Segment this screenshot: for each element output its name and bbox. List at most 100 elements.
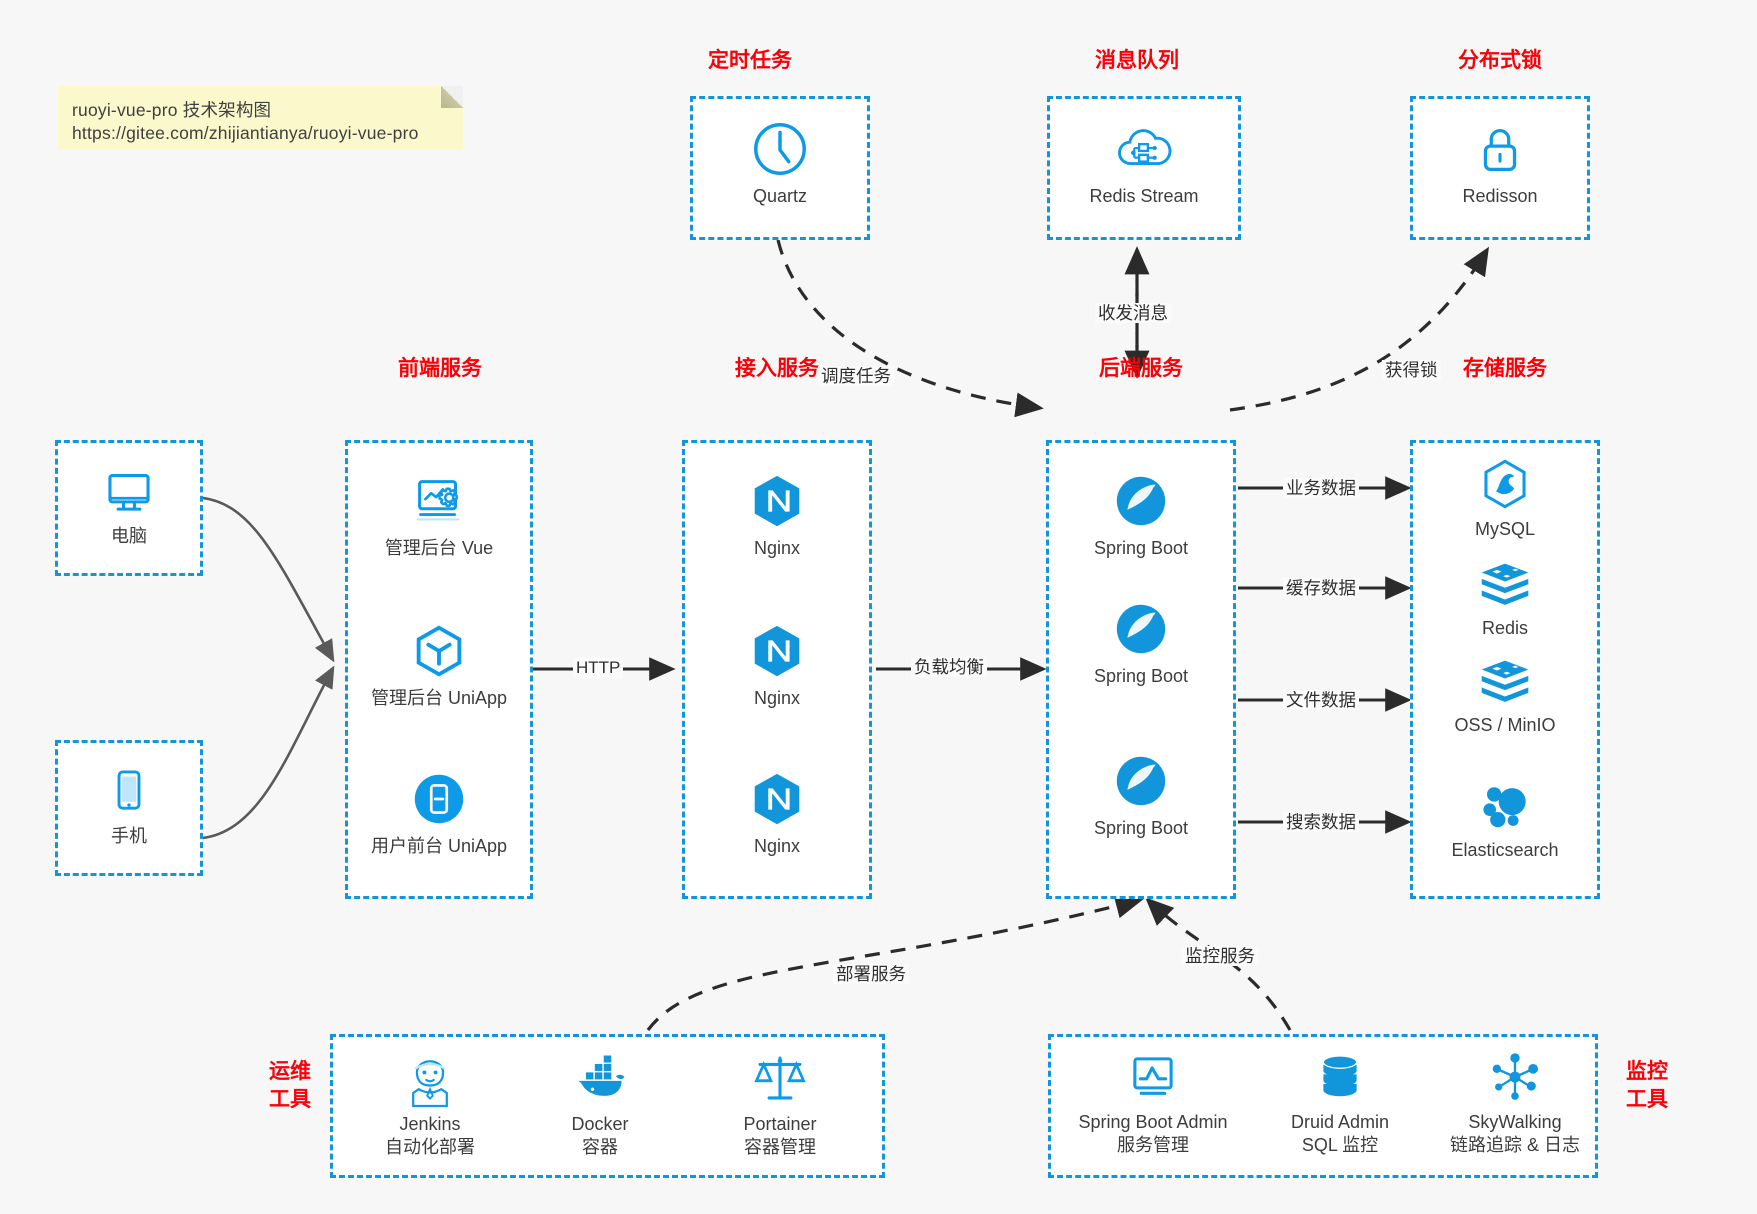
node-mobile[interactable]: 手机 [55,762,203,848]
node-sublabel: 自动化部署 [385,1137,475,1158]
node-label: Nginx [753,688,801,708]
group-title-backend: 后端服务 [1099,357,1183,380]
node-label: Spring Boot [1093,538,1189,558]
cloud-network-icon [1118,129,1172,165]
scales-icon [754,1056,806,1100]
node-portainer[interactable]: Portainer 容器管理 [690,1048,870,1160]
cube-icon [416,625,462,677]
group-title-mq: 消息队列 [1095,49,1179,72]
monitor-title-line2: 工具 [1626,1087,1668,1111]
devops-title-line1: 运维 [269,1060,311,1083]
database-icon [1322,1055,1358,1097]
mobile-app-icon [414,774,464,824]
group-frame-scheduler [690,96,870,240]
node-sublabel: SQL 监控 [1301,1135,1379,1156]
node-label: Druid Admin [1290,1112,1390,1132]
node-label: 电脑 [111,526,147,546]
node-sublabel: 服务管理 [1117,1135,1189,1156]
node-skywalking[interactable]: SkyWalking 链路追踪 & 日志 [1425,1048,1605,1158]
group-title-scheduler: 定时任务 [708,49,792,72]
spring-boot-icon [1116,604,1166,654]
object-storage-icon [1481,660,1529,702]
node-jenkins[interactable]: Jenkins 自动化部署 [345,1048,515,1160]
clock-icon [754,123,806,175]
elasticsearch-icon [1483,787,1526,828]
node-admin-vue[interactable]: 管理后台 Vue [345,470,533,560]
node-label: Elasticsearch [1451,840,1559,860]
node-label: 管理后台 UniApp [370,688,508,708]
nginx-icon [754,475,800,527]
edge-label-load-balance: 负载均衡 [911,657,987,677]
node-label: 用户前台 UniApp [370,836,508,856]
node-redis[interactable]: Redis [1410,560,1600,640]
node-user-uniapp[interactable]: 用户前台 UniApp [345,768,533,858]
group-title-devops: 运维 工具 [255,1058,325,1113]
node-nginx-1[interactable]: Nginx [682,470,872,560]
node-nginx-2[interactable]: Nginx [682,620,872,710]
group-title-monitor: 监控 工具 [1612,1058,1682,1113]
edge-label-http: HTTP [573,658,624,678]
note-title: ruoyi-vue-pro 技术架构图 [72,100,272,120]
node-spring-boot-3[interactable]: Spring Boot [1046,750,1236,840]
node-label: Spring Boot [1093,666,1189,686]
node-spring-boot-2[interactable]: Spring Boot [1046,598,1236,688]
node-druid-admin[interactable]: Druid Admin SQL 监控 [1255,1048,1425,1158]
edge-label-get-lock: 获得锁 [1382,360,1441,380]
node-spring-boot-admin[interactable]: Spring Boot Admin 服务管理 [1053,1048,1253,1158]
node-label: Spring Boot Admin [1078,1112,1228,1132]
devops-title-line2: 工具 [269,1087,311,1111]
edge-label-message: 收发消息 [1095,303,1171,323]
edge-label-deploy: 部署服务 [833,964,909,984]
spring-boot-icon [1116,756,1166,806]
node-label: Spring Boot [1093,818,1189,838]
node-label: MySQL [1474,519,1535,539]
note-url: https://gitee.com/zhijiantianya/ruoyi-vu… [72,123,419,143]
docker-icon [578,1055,625,1096]
node-admin-uniapp[interactable]: 管理后台 UniApp [345,620,533,710]
edge-label-file-data: 文件数据 [1283,690,1359,710]
node-redis-stream[interactable]: Redis Stream [1047,118,1241,208]
node-oss-minio[interactable]: OSS / MinIO [1410,657,1600,737]
group-title-gateway: 接入服务 [735,357,819,380]
edge-label-biz-data: 业务数据 [1283,478,1359,498]
redis-layers-icon [1481,563,1529,605]
edge-get-lock [1229,246,1489,412]
nginx-icon [754,773,800,825]
node-label: SkyWalking [1468,1112,1562,1132]
chart-monitor-icon [1133,1057,1173,1095]
node-label: 手机 [111,826,147,846]
skywalking-icon [1492,1053,1539,1100]
node-label: OSS / MinIO [1454,715,1556,735]
mysql-icon [1484,459,1526,509]
node-spring-boot-1[interactable]: Spring Boot [1046,470,1236,560]
lock-icon [1483,128,1517,171]
node-sublabel: 容器 [582,1137,618,1158]
dashboard-monitor-icon [416,480,460,521]
edge-label-monitor: 监控服务 [1182,946,1258,966]
node-elasticsearch[interactable]: Elasticsearch [1410,780,1600,862]
node-label: Jenkins [399,1114,461,1134]
node-mysql[interactable]: MySQL [1410,455,1600,541]
node-redisson[interactable]: Redisson [1410,118,1590,208]
edge-label-schedule: 调度任务 [818,366,894,386]
spring-boot-icon [1116,476,1166,526]
group-title-storage: 存储服务 [1463,357,1547,380]
node-label: Redis [1481,618,1529,638]
node-label: Nginx [753,538,801,558]
edge-mobile-to-frontend [202,665,335,840]
group-title-lock: 分布式锁 [1458,49,1542,72]
group-frame-mq [1047,96,1241,240]
node-quartz[interactable]: Quartz [690,118,870,208]
node-label: Quartz [752,186,808,206]
node-pc[interactable]: 电脑 [55,462,203,548]
node-label: Redisson [1462,186,1538,206]
edge-pc-to-frontend [202,496,335,663]
node-label: Redis Stream [1089,186,1199,206]
group-title-frontend: 前端服务 [398,357,482,380]
desktop-icon [108,474,150,511]
node-sublabel: 容器管理 [744,1137,816,1158]
node-docker[interactable]: Docker 容器 [515,1048,685,1160]
node-nginx-3[interactable]: Nginx [682,768,872,858]
nginx-icon [754,625,800,677]
